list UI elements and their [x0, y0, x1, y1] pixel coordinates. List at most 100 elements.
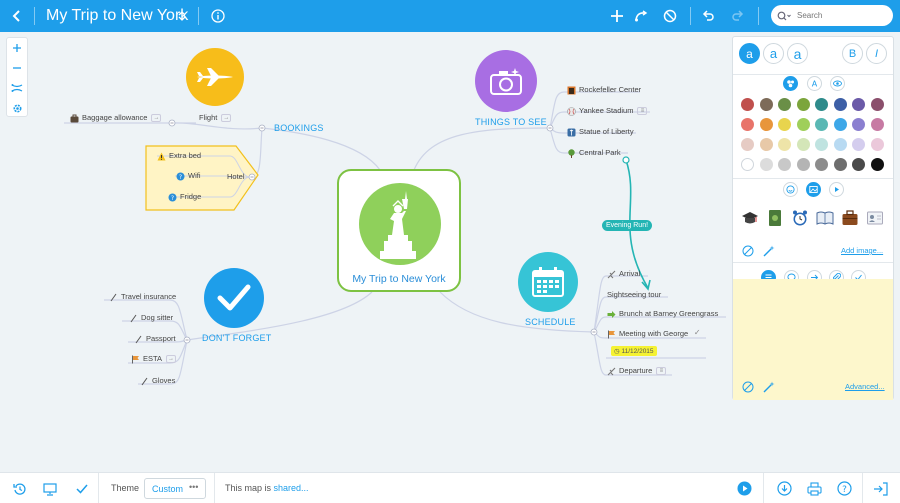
checkmark-icon[interactable]: ✓ [693, 328, 701, 338]
style-shape-button[interactable] [830, 76, 845, 91]
branch-things-to-see[interactable]: THINGS TO SEE [475, 117, 547, 127]
color-swatch[interactable] [833, 118, 847, 131]
history-icon[interactable] [12, 473, 28, 503]
color-swatch[interactable] [796, 98, 810, 111]
color-swatch[interactable] [815, 138, 828, 151]
font-medium-button[interactable]: a [763, 43, 784, 64]
color-swatch[interactable] [815, 118, 828, 131]
relation-label[interactable]: Evening Run! [602, 220, 653, 231]
relation-icon[interactable] [633, 0, 649, 32]
node-esta[interactable]: ESTA→ [131, 354, 177, 364]
node-passport[interactable]: Passport [134, 334, 176, 344]
color-swatch[interactable] [815, 98, 828, 111]
book-icon[interactable] [816, 209, 834, 227]
branch-dont-forget[interactable]: DON'T FORGET [202, 333, 272, 343]
download-icon[interactable] [776, 473, 792, 503]
schedule-image[interactable] [518, 252, 578, 312]
font-large-button[interactable]: a [787, 43, 808, 64]
node-rockefeller[interactable]: Rockefeller Center [567, 85, 641, 95]
color-swatch[interactable] [833, 158, 847, 171]
search-input[interactable] [797, 11, 877, 20]
contact-card-icon[interactable] [866, 209, 884, 227]
back-icon[interactable] [8, 0, 26, 32]
theme-select[interactable]: Custom ••• [144, 478, 206, 499]
node-fridge[interactable]: ?Fridge [168, 192, 201, 202]
color-swatch[interactable] [796, 138, 810, 151]
link-arrow-icon[interactable]: → [166, 355, 177, 364]
branch-schedule[interactable]: SCHEDULE [525, 317, 576, 327]
central-topic[interactable]: My Trip to New York [337, 169, 461, 292]
dont-forget-image[interactable] [204, 268, 264, 328]
magic-wand-icon[interactable] [761, 379, 776, 394]
video-tab-button[interactable] [829, 182, 844, 197]
node-meeting[interactable]: Meeting with George✓ [607, 329, 702, 339]
color-swatch[interactable] [852, 118, 865, 131]
task-check-icon[interactable] [74, 473, 90, 503]
notes-editor[interactable] [733, 279, 893, 400]
add-image-link[interactable]: Add image... [841, 246, 884, 255]
color-swatch[interactable] [759, 138, 773, 151]
color-swatch[interactable] [833, 138, 847, 151]
redo-icon[interactable] [730, 0, 746, 32]
color-swatch[interactable] [870, 118, 884, 131]
emoji-tab-button[interactable] [783, 182, 798, 197]
node-extra-bed[interactable]: Extra bed [157, 151, 201, 161]
add-node-icon[interactable] [609, 0, 625, 32]
color-swatch[interactable] [741, 138, 754, 151]
color-swatch[interactable] [796, 158, 810, 171]
node-dog-sitter[interactable]: Dog sitter [129, 313, 173, 323]
mindmap-canvas[interactable]: BOOKINGS Flight→ Baggage allowance→ Hote… [0, 32, 900, 472]
node-departure[interactable]: Departure≡ [607, 366, 667, 376]
node-sightseeing[interactable]: Sightseeing tour [607, 290, 662, 299]
style-text-color-button[interactable]: A [807, 76, 822, 91]
color-swatch[interactable] [833, 98, 847, 111]
presentation-icon[interactable] [42, 473, 58, 503]
color-swatch[interactable] [741, 118, 754, 131]
info-icon[interactable] [210, 0, 226, 32]
settings-gear-icon[interactable] [7, 98, 27, 118]
color-swatch[interactable] [870, 138, 884, 151]
color-swatch[interactable] [778, 118, 791, 131]
delete-icon[interactable] [662, 0, 678, 32]
node-yankee[interactable]: Yankee Stadium≡ [567, 106, 648, 116]
print-icon[interactable] [806, 473, 822, 503]
color-swatch[interactable] [870, 98, 884, 111]
branch-bookings[interactable]: BOOKINGS [274, 123, 324, 133]
image-tab-button[interactable] [806, 182, 821, 197]
color-swatch[interactable] [759, 98, 773, 111]
undo-icon[interactable] [700, 0, 716, 32]
color-swatch[interactable] [759, 158, 773, 171]
map-title[interactable]: My Trip to New York [46, 7, 189, 24]
font-small-button[interactable]: a [739, 43, 760, 64]
bookings-image[interactable] [186, 48, 244, 106]
color-swatch[interactable] [741, 158, 754, 171]
advanced-link[interactable]: Advanced... [845, 382, 885, 391]
note-icon[interactable]: ≡ [656, 367, 667, 376]
zoom-out-icon[interactable] [7, 58, 27, 78]
node-brunch[interactable]: Brunch at Barney Greengrass [607, 309, 718, 319]
node-gloves[interactable]: Gloves [140, 376, 175, 386]
bold-button[interactable]: B [842, 43, 863, 64]
node-central-park[interactable]: Central Park [567, 148, 621, 158]
money-icon[interactable] [766, 209, 784, 227]
color-swatch[interactable] [852, 158, 865, 171]
note-icon[interactable]: ≡ [637, 107, 648, 116]
things-image[interactable] [475, 50, 537, 112]
color-swatch[interactable] [852, 138, 865, 151]
layout-icon[interactable] [7, 78, 27, 98]
shared-link[interactable]: shared... [273, 483, 309, 493]
node-hotel[interactable]: Hotel [227, 172, 245, 181]
style-fill-button[interactable] [783, 76, 798, 91]
briefcase-icon[interactable] [841, 209, 859, 227]
clear-notes-icon[interactable] [740, 379, 755, 394]
node-statue[interactable]: Statue of Liberty [567, 127, 634, 137]
link-arrow-icon[interactable]: → [151, 114, 162, 123]
color-swatch[interactable] [870, 158, 884, 171]
zoom-in-icon[interactable] [7, 38, 27, 58]
graduation-cap-icon[interactable] [741, 209, 759, 227]
node-flight[interactable]: Flight→ [199, 113, 232, 123]
color-swatch[interactable] [796, 118, 810, 131]
play-presentation-icon[interactable] [736, 473, 752, 503]
exit-icon[interactable] [872, 473, 890, 503]
color-swatch[interactable] [778, 98, 791, 111]
